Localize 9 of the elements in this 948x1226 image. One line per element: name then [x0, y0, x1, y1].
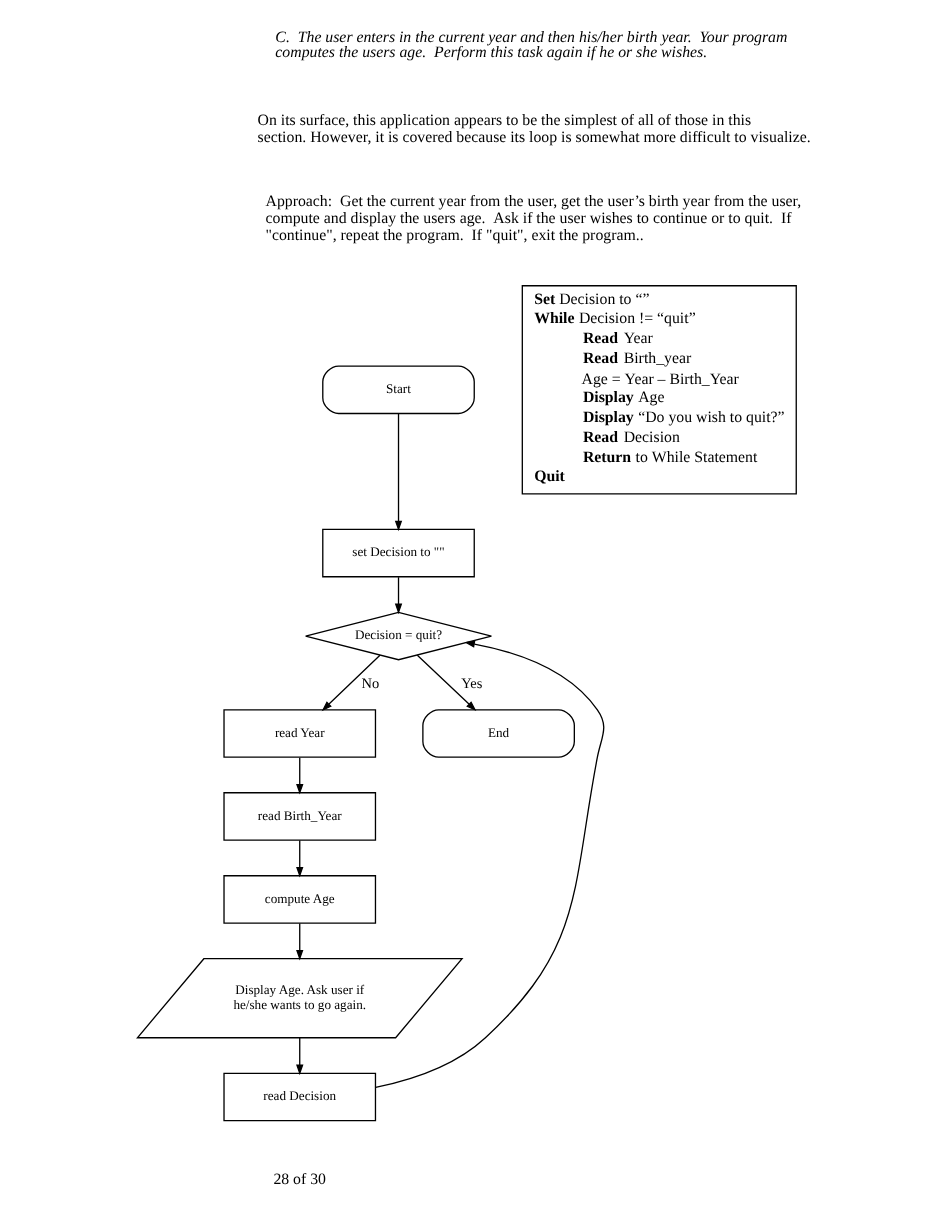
- arrow: [296, 1037, 304, 1076]
- arrow: [394, 413, 403, 532]
- arrow: [296, 756, 304, 795]
- arrow: [374, 640, 605, 1089]
- arrow: [296, 922, 304, 961]
- arrow: [394, 576, 403, 615]
- arrow: [321, 654, 381, 712]
- arrow: [296, 839, 304, 878]
- arrow: [416, 654, 477, 712]
